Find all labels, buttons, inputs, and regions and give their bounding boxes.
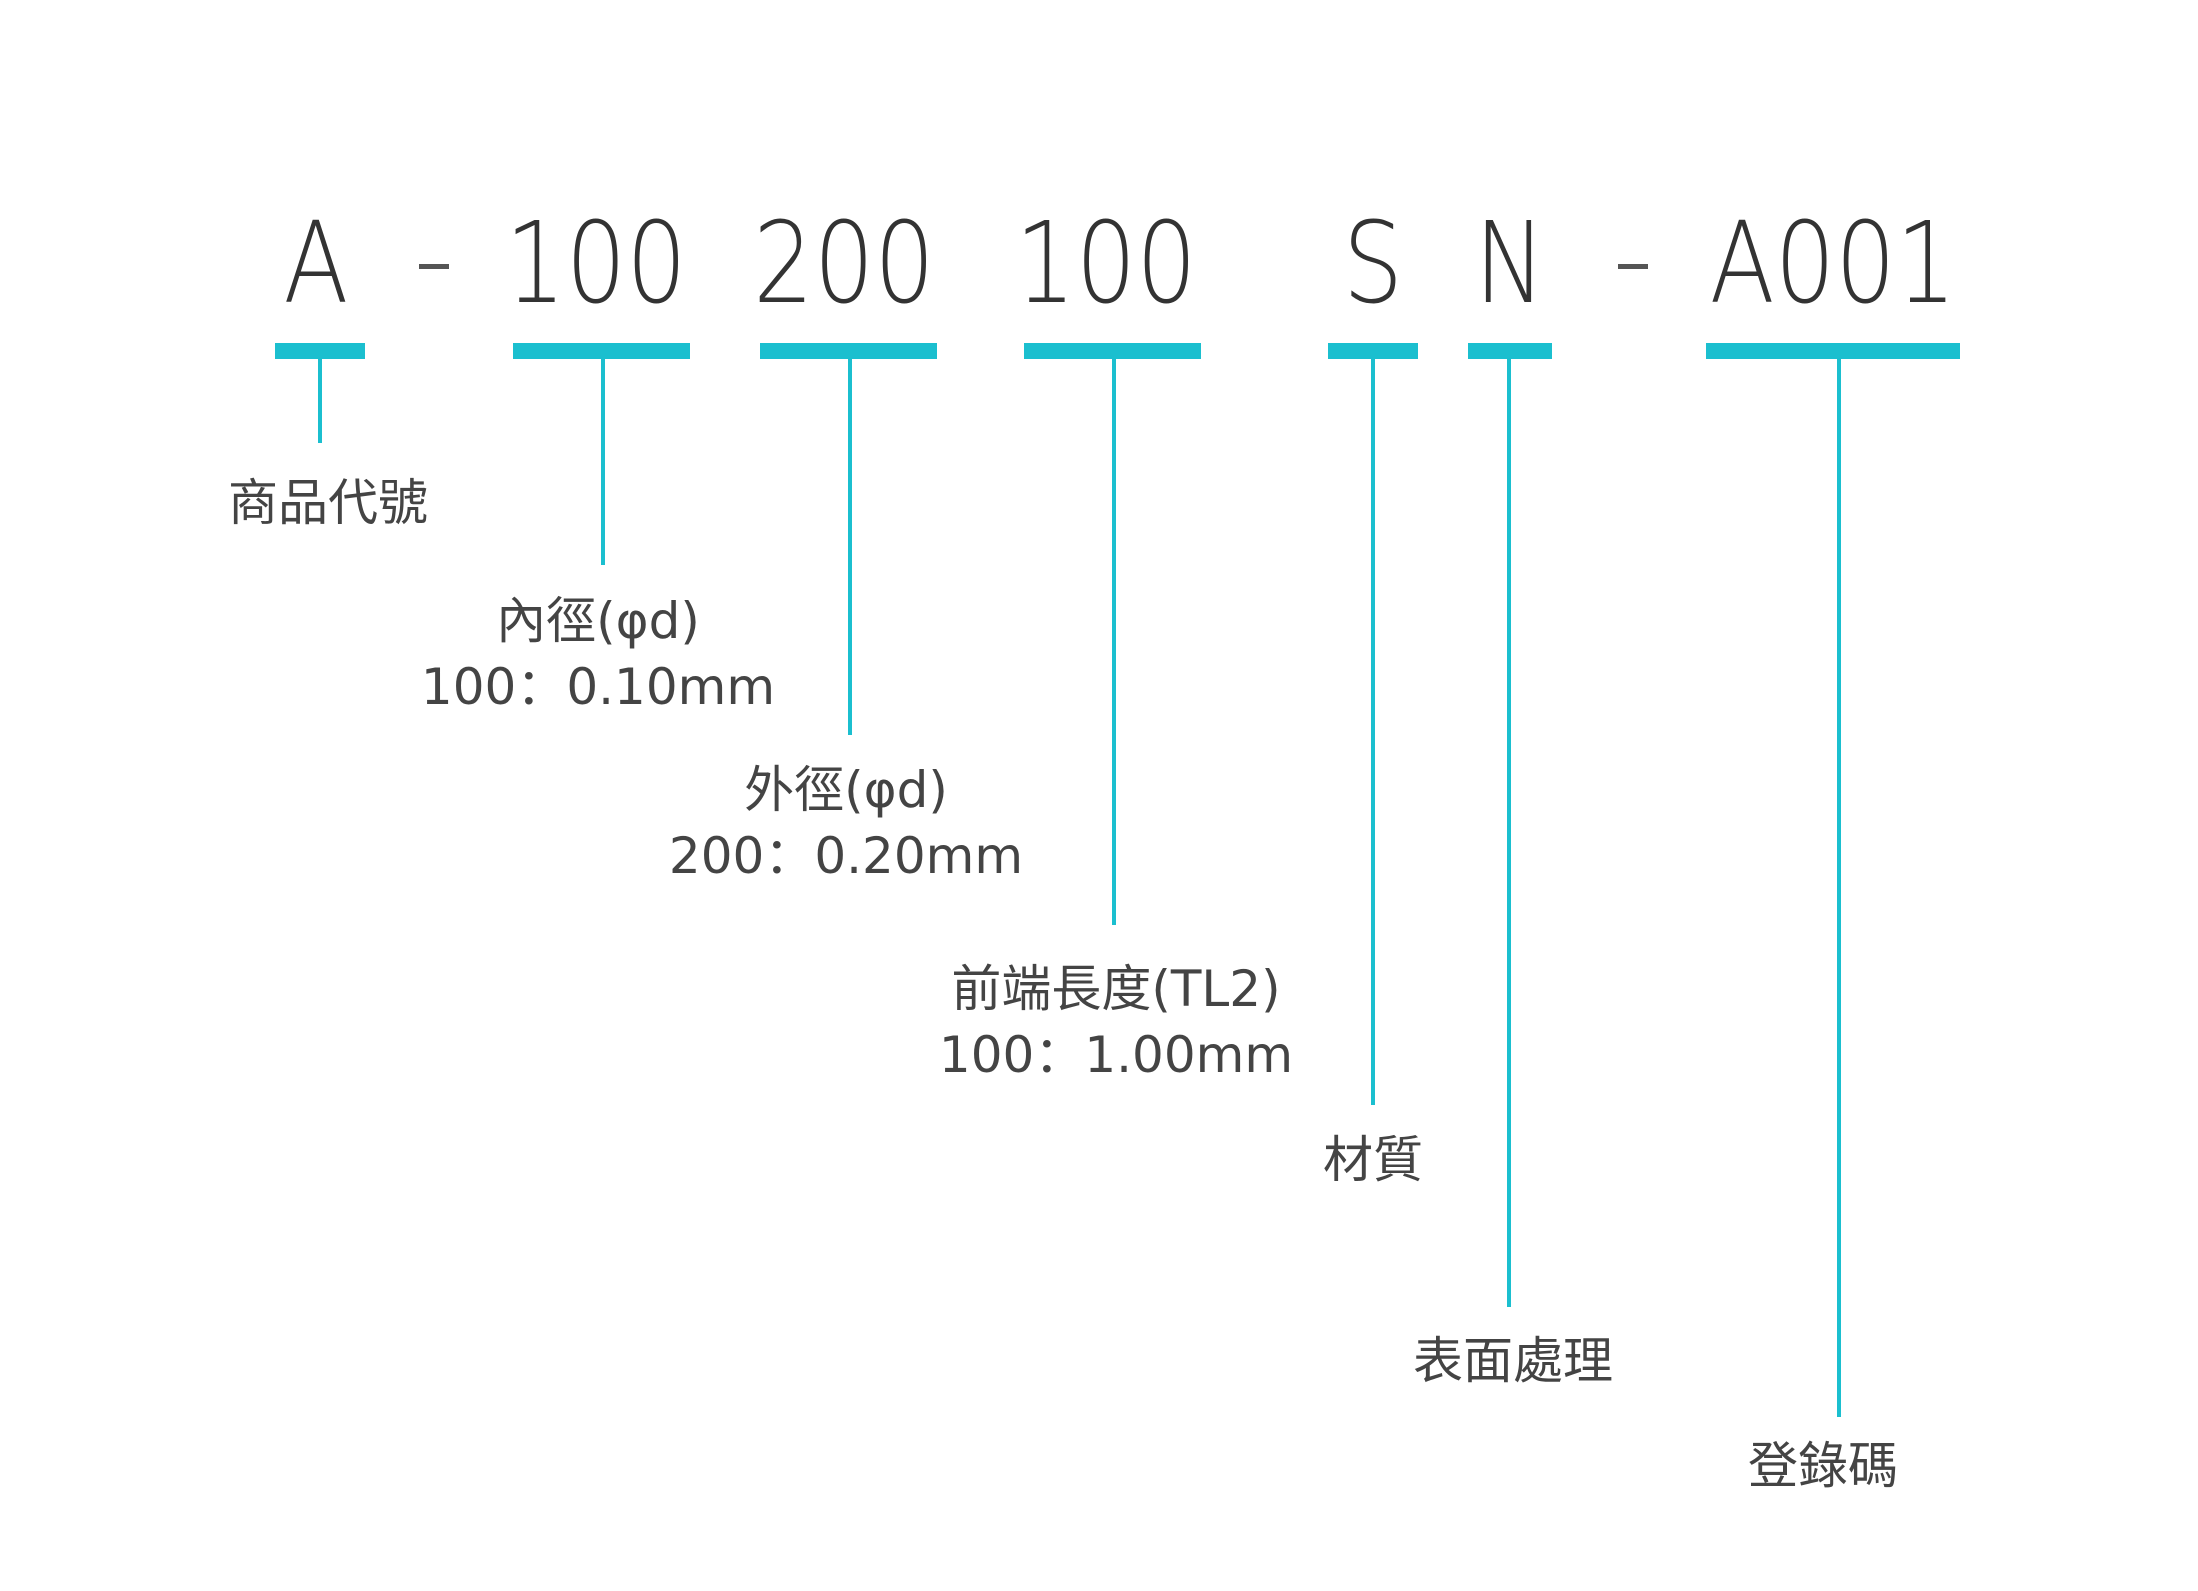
label-title: 前端長度(TL2) <box>951 960 1281 1018</box>
bar-inner-diameter <box>513 343 690 359</box>
label-title: 商品代號 <box>228 474 428 532</box>
stem-registration-code <box>1837 355 1841 1417</box>
label-inner-diameter: 內徑(φd) 100：0.10mm <box>421 588 775 720</box>
code-registration-code: A001 <box>1709 199 1957 329</box>
label-title: 內徑(φd) <box>496 592 700 650</box>
code-inner-diameter: 100 <box>505 199 687 329</box>
label-title: 表面處理 <box>1413 1332 1613 1390</box>
bar-tip-length <box>1024 343 1201 359</box>
bar-product-code <box>275 343 365 359</box>
code-product-code: A <box>283 199 349 329</box>
code-outer-diameter: 200 <box>753 199 935 329</box>
separator-dash <box>1618 264 1648 269</box>
label-title: 外徑(φd) <box>744 761 948 819</box>
label-registration-code: 登錄碼 <box>1748 1433 1898 1499</box>
code-surface-treatment: N <box>1474 199 1546 329</box>
label-title: 材質 <box>1323 1131 1423 1189</box>
label-surface-treatment: 表面處理 <box>1413 1328 1613 1394</box>
separator-dash <box>419 264 449 269</box>
bar-registration-code <box>1706 343 1960 359</box>
stem-material <box>1371 355 1375 1105</box>
bar-outer-diameter <box>760 343 937 359</box>
bar-material <box>1328 343 1418 359</box>
label-material: 材質 <box>1323 1127 1423 1193</box>
stem-tip-length <box>1112 355 1116 925</box>
label-outer-diameter: 外徑(φd) 200：0.20mm <box>669 757 1023 889</box>
code-tip-length: 100 <box>1015 199 1197 329</box>
stem-surface-treatment <box>1507 355 1511 1307</box>
label-value: 200：0.20mm <box>668 827 1024 885</box>
label-product-code: 商品代號 <box>228 470 428 536</box>
label-value: 100：0.10mm <box>420 658 776 716</box>
stem-outer-diameter <box>848 355 852 735</box>
bar-surface-treatment <box>1468 343 1552 359</box>
stem-inner-diameter <box>601 355 605 565</box>
label-title: 登錄碼 <box>1748 1437 1898 1495</box>
label-tip-length: 前端長度(TL2) 100：1.00mm <box>939 956 1293 1088</box>
stem-product-code <box>318 355 322 443</box>
code-material: S <box>1342 199 1404 329</box>
label-value: 100：1.00mm <box>938 1026 1294 1084</box>
